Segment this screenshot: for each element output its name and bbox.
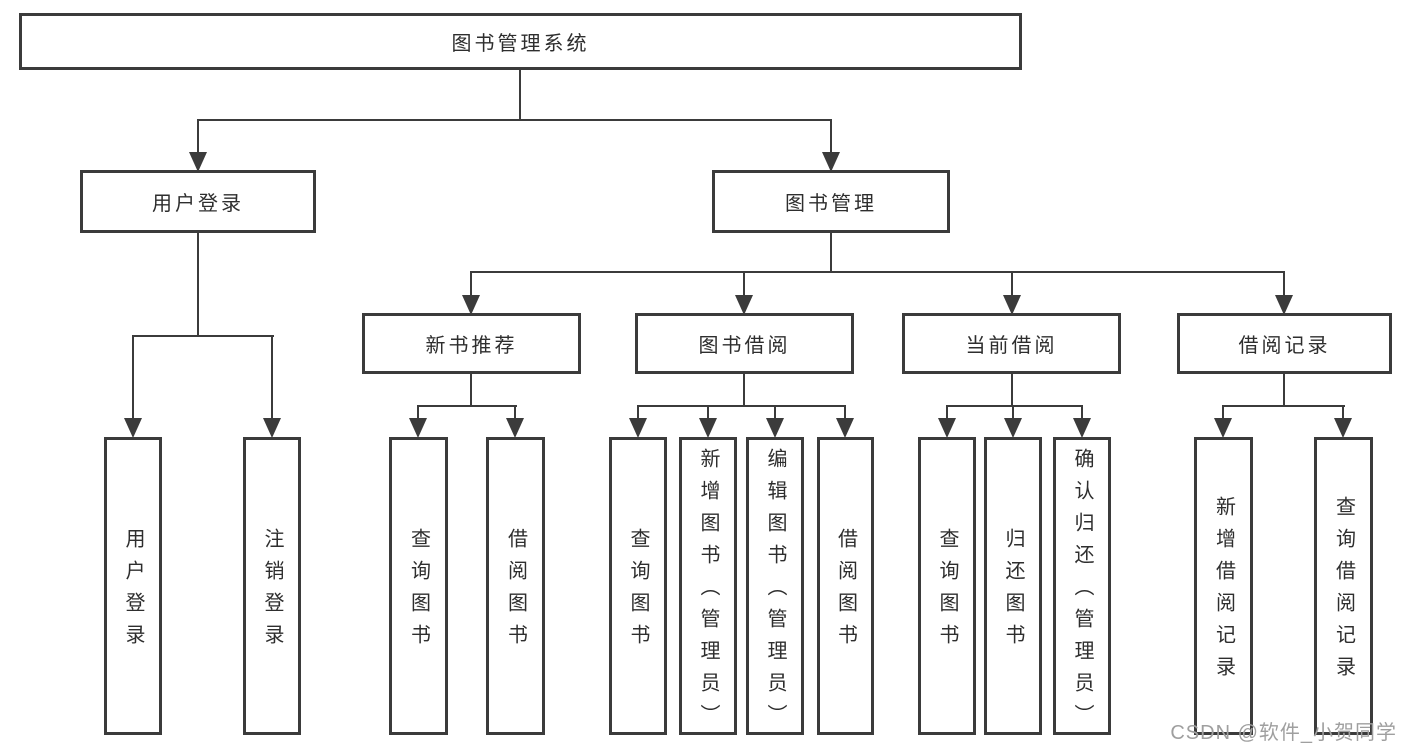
connector-leaf-stem [707, 406, 709, 420]
arrow-down-icon [836, 418, 854, 438]
node-query-books-borrowing: 查询图书 [609, 437, 667, 735]
connector-borrowing-records-stem [1283, 372, 1285, 406]
node-user-login: 用户登录 [80, 170, 316, 233]
node-user-login-label: 用户登录 [152, 193, 244, 215]
node-edit-books-admin-label: 编辑图书（管理员） [764, 448, 786, 736]
connector-user-login-stem [197, 232, 199, 336]
node-borrowing-records-label: 借阅记录 [1238, 335, 1331, 357]
connector-leaf-stem [946, 406, 948, 420]
arrow-down-icon [699, 418, 717, 438]
node-confirm-return-admin-label: 确认归还（管理员） [1071, 448, 1093, 736]
arrow-down-icon [506, 418, 524, 438]
connector-current-borrowing-arrow-stem [1011, 272, 1013, 297]
connector-new-book-stem [470, 372, 472, 406]
connector-leaf-stem [417, 406, 419, 420]
node-add-books-admin-label: 新增图书（管理员） [697, 448, 719, 736]
arrow-down-icon [1275, 295, 1293, 315]
node-add-borrow-record-label: 新增借阅记录 [1212, 496, 1235, 688]
connector-leaf-stem [1222, 406, 1224, 420]
node-query-books-recommend-label: 查询图书 [407, 528, 430, 656]
connector-book-borrowing-split [637, 405, 846, 407]
node-book-borrowing: 图书借阅 [635, 313, 854, 374]
node-add-books-admin: 新增图书（管理员） [679, 437, 737, 736]
arrow-down-icon [462, 295, 480, 315]
connector-leaf-stem [637, 406, 639, 420]
arrow-down-icon [822, 152, 840, 172]
node-borrow-books-recommend: 借阅图书 [486, 437, 545, 735]
arrow-down-icon [938, 418, 956, 438]
node-new-book-recommend-label: 新书推荐 [425, 335, 518, 357]
connector-new-book-split [417, 405, 517, 407]
node-logout-login: 注销登录 [243, 437, 301, 735]
node-logout-login-label: 注销登录 [261, 528, 283, 656]
arrow-down-icon [189, 152, 207, 172]
arrow-down-icon [629, 418, 647, 438]
connector-level3-split [470, 271, 1285, 273]
connector-book-management-stem [830, 232, 832, 272]
node-add-borrow-record: 新增借阅记录 [1194, 437, 1253, 735]
node-confirm-return-admin: 确认归还（管理员） [1053, 437, 1111, 736]
connector-current-borrowing-stem [1011, 372, 1013, 406]
connector-leaf-stem [1081, 406, 1083, 420]
connector-user-login-split [132, 335, 274, 337]
node-query-books-current: 查询图书 [918, 437, 976, 735]
node-library-system-label: 图书管理系统 [451, 33, 590, 55]
connector-leaf-stem [1012, 406, 1014, 420]
node-borrow-books-recommend-label: 借阅图书 [504, 528, 527, 656]
node-library-system: 图书管理系统 [19, 13, 1022, 70]
arrow-down-icon [735, 295, 753, 315]
connector-borrowing-records-arrow-stem [1283, 272, 1285, 297]
connector-leaf-stem [774, 406, 776, 420]
connector-leaf-stem [844, 406, 846, 420]
connector-level1-split [197, 119, 832, 121]
arrow-down-icon [1214, 418, 1232, 438]
node-current-borrowing-label: 当前借阅 [965, 335, 1058, 357]
arrow-down-icon [766, 418, 784, 438]
node-edit-books-admin: 编辑图书（管理员） [746, 437, 804, 736]
node-new-book-recommend: 新书推荐 [362, 313, 581, 374]
connector-book-borrowing-stem [743, 372, 745, 406]
arrow-down-icon [263, 418, 281, 438]
node-book-management-label: 图书管理 [785, 193, 877, 215]
arrow-down-icon [1073, 418, 1091, 438]
node-query-books-borrowing-label: 查询图书 [627, 528, 649, 656]
node-return-books: 归还图书 [984, 437, 1042, 735]
node-query-books-current-label: 查询图书 [936, 528, 958, 656]
node-borrowing-records: 借阅记录 [1177, 313, 1392, 374]
node-book-borrowing-label: 图书借阅 [698, 335, 791, 357]
connector-user-login-leaf1-stem [132, 336, 134, 420]
node-query-borrow-record-label: 查询借阅记录 [1332, 496, 1355, 688]
arrow-down-icon [1003, 295, 1021, 315]
csdn-watermark: CSDN @软件_小贺同学 [1170, 722, 1397, 744]
connector-leaf-stem [514, 406, 516, 420]
connector-leaf-stem [1342, 406, 1344, 420]
connector-user-login-leaf2-stem [271, 336, 273, 420]
node-query-borrow-record: 查询借阅记录 [1314, 437, 1373, 735]
connector-book-management-arrow-stem [830, 120, 832, 154]
arrow-down-icon [124, 418, 142, 438]
node-borrow-books: 借阅图书 [817, 437, 874, 735]
arrow-down-icon [1334, 418, 1352, 438]
arrow-down-icon [409, 418, 427, 438]
node-user-login-leaf-label: 用户登录 [122, 528, 144, 656]
node-query-books-recommend: 查询图书 [389, 437, 448, 735]
node-user-login-leaf: 用户登录 [104, 437, 162, 735]
connector-book-borrowing-arrow-stem [743, 272, 745, 297]
connector-root-stem [519, 70, 521, 120]
node-book-management: 图书管理 [712, 170, 950, 233]
connector-current-borrowing-split [946, 405, 1083, 407]
node-borrow-books-label: 借阅图书 [834, 528, 857, 656]
connector-borrowing-records-split [1222, 405, 1345, 407]
node-current-borrowing: 当前借阅 [902, 313, 1121, 374]
arrow-down-icon [1004, 418, 1022, 438]
connector-new-book-arrow-stem [470, 272, 472, 297]
connector-user-login-arrow-stem [197, 120, 199, 154]
node-return-books-label: 归还图书 [1002, 528, 1024, 656]
